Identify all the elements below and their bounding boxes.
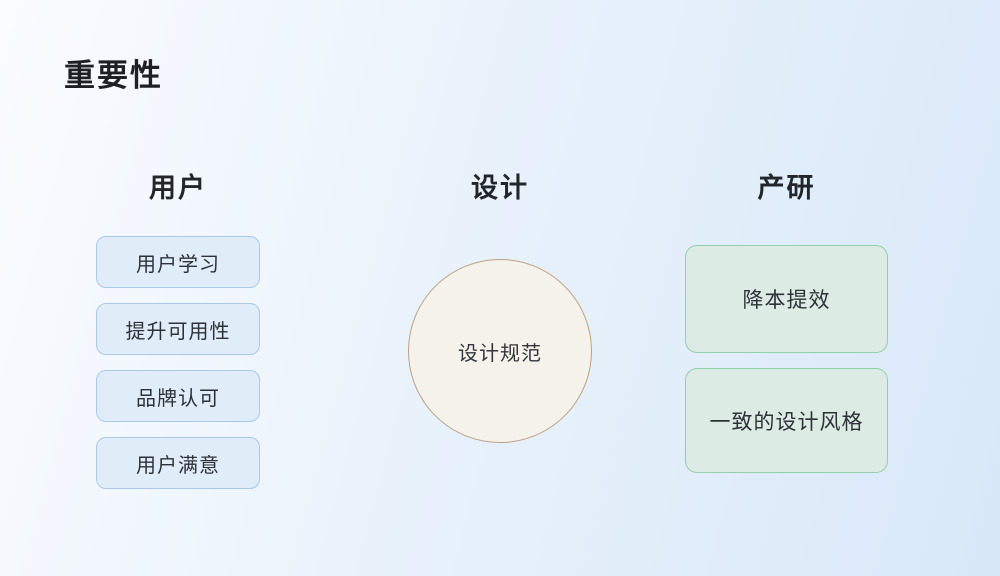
column-header-design: 设计 <box>471 173 529 203</box>
column-header-product-rd: 产研 <box>757 173 816 203</box>
user-benefit-card: 提升可用性 <box>96 303 260 355</box>
design-spec-circle: 设计规范 <box>408 259 592 443</box>
user-benefit-card: 品牌认可 <box>96 370 260 422</box>
user-benefit-card: 用户学习 <box>96 236 260 288</box>
product-benefit-card: 一致的设计风格 <box>685 368 888 473</box>
column-header-users: 用户 <box>149 173 207 203</box>
user-benefit-card: 用户满意 <box>96 437 260 489</box>
page-title: 重要性 <box>64 58 163 93</box>
design-spec-label: 设计规范 <box>458 342 542 365</box>
product-benefit-card: 降本提效 <box>685 245 888 353</box>
